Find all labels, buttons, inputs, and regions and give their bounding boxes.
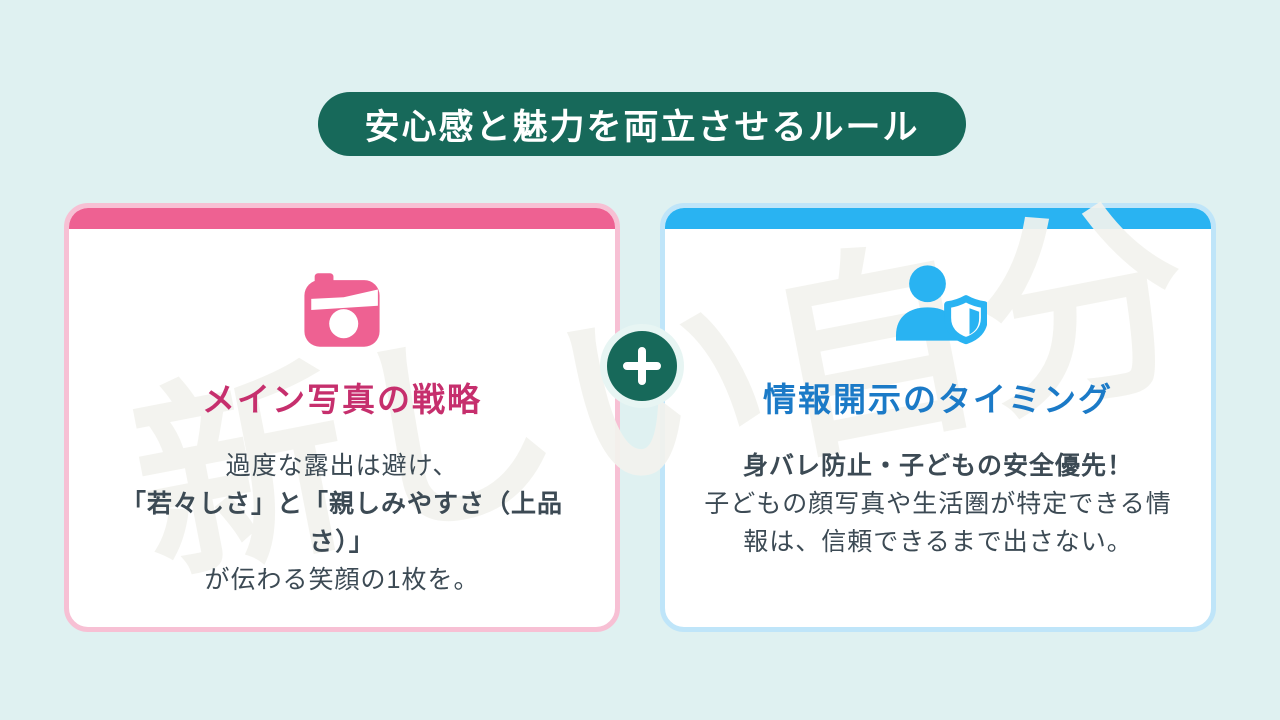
card-accent-strip [69,208,615,229]
card-body-line: 身バレ防止・子どもの安全優先！ [742,452,1133,480]
card-info-disclosure-timing: 情報開示のタイミング 身バレ防止・子どもの安全優先！ 子どもの顔写真や生活圏が特定… [660,203,1216,632]
card-body-line: が伝わる笑顔の1枚を。 [204,566,480,594]
camera-icon [301,253,383,347]
user-shield-icon [889,253,987,347]
card-body-line: 子どもの顔写真や生活圏が特定できる情報は、信頼できるまで出さない。 [704,490,1172,556]
card-content: メイン写真の戦略 過度な露出は避け、「若々しさ」と「親しみやすさ（上品さ）」が伝… [69,229,615,599]
plus-connector-badge [607,331,677,401]
card-main-photo-strategy: メイン写真の戦略 過度な露出は避け、「若々しさ」と「親しみやすさ（上品さ）」が伝… [64,203,620,632]
header-pill: 安心感と魅力を両立させるルール [318,92,966,156]
card-title: メイン写真の戦略 [202,381,482,418]
card-body-line: 過度な露出は避け、 [225,452,459,480]
card-content: 情報開示のタイミング 身バレ防止・子どもの安全優先！ 子どもの顔写真や生活圏が特定… [665,229,1211,561]
card-body: 身バレ防止・子どもの安全優先！ 子どもの顔写真や生活圏が特定できる情報は、信頼でき… [665,447,1211,561]
card-body-line: 「若々しさ」と「親しみやすさ（上品さ）」 [120,490,563,556]
page-title: 安心感と魅力を両立させるルール [364,107,920,147]
card-title: 情報開示のタイミング [763,381,1113,418]
plus-icon [623,347,661,385]
card-accent-strip [665,208,1211,229]
card-body: 過度な露出は避け、「若々しさ」と「親しみやすさ（上品さ）」が伝わる笑顔の1枚を。 [69,447,615,599]
